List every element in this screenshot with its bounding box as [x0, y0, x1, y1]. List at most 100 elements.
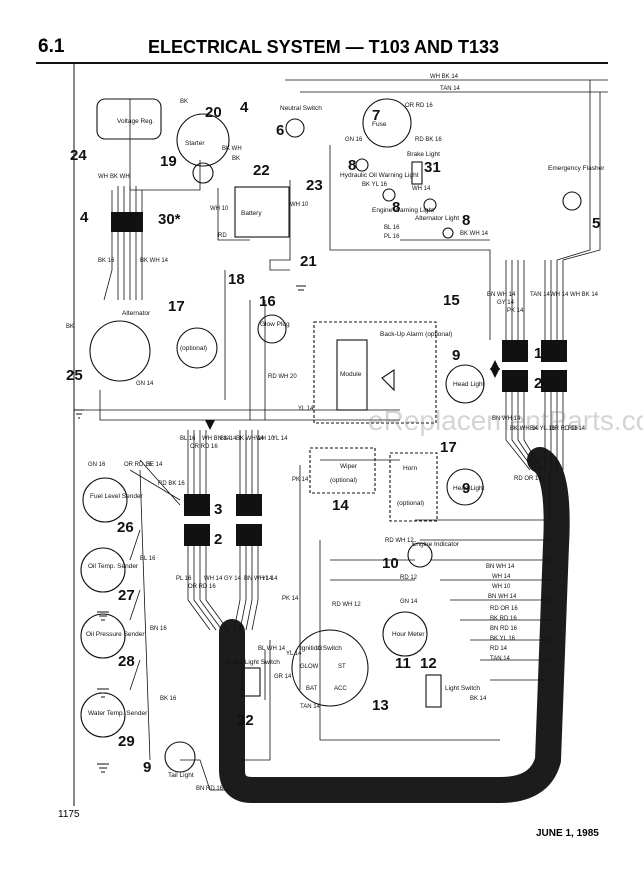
wire-label: BN WH 14: [492, 416, 521, 422]
horn-box: [389, 452, 438, 522]
neutral-switch-icon: [285, 118, 305, 138]
wire-label: WH 10: [256, 436, 275, 442]
wire-label: WH 10: [290, 202, 309, 208]
wire-label: RD 14: [568, 426, 586, 432]
wire-label: GR 14: [274, 674, 292, 680]
fuse-icon: [362, 98, 412, 148]
wire-label: BK: [66, 324, 74, 330]
wire-label: GY 14: [224, 576, 242, 582]
publication-date: JUNE 1, 1985: [536, 828, 599, 839]
wire-labels-right: BN WH 14 GY 14 PK 14 TAN 14 WH 14 WH BK …: [487, 292, 599, 482]
section-number: 6.1: [38, 36, 65, 57]
callout-26: 26: [117, 519, 134, 536]
callout-23: 23: [306, 177, 323, 194]
callout-8a: 8: [348, 157, 356, 174]
label-hour-meter: Hour Meter: [392, 631, 425, 638]
battery-icon: [234, 186, 290, 238]
wire-labels-center: BL 16 OR RD 16 WH BN 14 BK 14 BK WH 14 W…: [176, 374, 314, 590]
label-fuse: Fuse: [372, 121, 387, 128]
callout-12: 12: [420, 655, 437, 672]
wire-label: TAN 14: [440, 86, 461, 92]
light-switch-icon: [425, 674, 442, 708]
page-id: 1175: [58, 809, 80, 820]
wire-label: WH 14: [492, 574, 511, 580]
wire-label: BK WH 14: [460, 231, 489, 237]
callout-9b: 9: [462, 480, 470, 497]
label-back-up-alarm: Back-Up Alarm (optional): [380, 331, 452, 338]
connector-1: [502, 340, 567, 392]
callout-9a: 9: [452, 347, 460, 364]
alarm-icon: [381, 368, 395, 392]
callout-21: 21: [300, 253, 317, 270]
wire-label: WH BN 14: [202, 436, 231, 442]
wire-label: PK 14: [292, 477, 309, 483]
callout-24: 24: [70, 147, 87, 164]
callout-8c: 8: [462, 212, 470, 229]
label-horn-optional: (optional): [397, 500, 424, 507]
wire-label: GN 14: [136, 381, 154, 387]
label-brake-light: Brake Light: [407, 151, 440, 158]
wire-label: OR RD 16: [550, 426, 578, 432]
callout-10: 10: [382, 555, 399, 572]
wire-label: BK WH 14: [236, 436, 265, 442]
hour-meter-icon: [382, 611, 428, 657]
watermark: eReplacementParts.com: [368, 405, 643, 436]
wire-label: YL 14: [298, 406, 314, 412]
hydraulic-light-icon: [355, 158, 369, 172]
voltage-reg-icon: [96, 98, 162, 140]
label-head-light-upper: Head Light: [453, 381, 485, 388]
callout-17a: 17: [168, 298, 185, 315]
label-engine-warning: Engine Warning Light: [372, 207, 434, 214]
callout-19: 19: [160, 153, 177, 170]
wire-label: BK YL 16: [490, 636, 516, 642]
wire-labels-bottom: BN WH 14 WH 14 WH 10 BN WH 14 RD OR 16 B…: [196, 477, 518, 792]
wire-label: BE 14: [146, 462, 163, 468]
glow-plug-icon: [257, 314, 287, 344]
wire-label: BK 16: [160, 696, 177, 702]
callout-numbers: 1 2 3 2 4 4 5 6 7 8 8 8 9 9 9 10 11 12 1…: [66, 99, 600, 776]
wire-labels-top: WH BK 14 TAN 14 OR RD 16 GN 16 RD BK 16 …: [66, 74, 489, 387]
ignition-switch-icon: [291, 629, 369, 707]
wire-labels-left: GN 16 OR RD 16 BE 14 RD BK 16 BL 16 BN 1…: [88, 462, 185, 702]
terminal-bat: BAT: [306, 686, 318, 692]
label-water-temp-sender: Water Temp. Sender: [88, 710, 148, 717]
wire-label: BL WH 14: [258, 646, 286, 652]
wire-label: RD BK 16: [415, 137, 442, 143]
label-glow-plug: Glow Plug: [260, 321, 290, 328]
wire-label: BN RD 16: [196, 786, 224, 792]
label-hydraulic-oil: Hydraulic Oil Warning Light: [340, 172, 419, 179]
header-rule: [36, 62, 608, 64]
tail-light-icon: [164, 741, 196, 773]
starter-icon: [176, 113, 230, 167]
label-alternator-light: Alternator Light: [415, 215, 459, 222]
brake-switch-icon: [241, 667, 261, 697]
wire-label: WH: [98, 174, 108, 180]
wire-label: TAN 14: [490, 656, 511, 662]
wire-label: BN RD 16: [490, 626, 518, 632]
callout-27: 27: [118, 587, 135, 604]
label-alternator: Alternator: [122, 310, 151, 317]
wire-label: PK 14: [507, 308, 524, 314]
callout-7: 7: [372, 107, 380, 124]
callout-32: 32: [237, 712, 254, 729]
terminal-ig: IG: [316, 646, 323, 652]
label-fuel-sender: Fuel Level Sender: [90, 493, 144, 500]
wire-label: BK WH 14: [140, 258, 169, 264]
connector-30: [111, 212, 143, 232]
wire-label: BK YL 16: [530, 426, 556, 432]
engine-light-icon: [382, 188, 396, 202]
wire-label: PK 14: [282, 596, 299, 602]
wire-label: RD 12: [400, 575, 418, 581]
callout-15: 15: [443, 292, 460, 309]
label-relay-optional: (optional): [180, 345, 207, 352]
wire-label: OR RD 16: [188, 584, 216, 590]
label-head-light-lower: Head Light: [453, 485, 485, 492]
callout-18: 18: [228, 271, 245, 288]
callout-13: 13: [372, 697, 389, 714]
back-up-alarm-box: [313, 321, 437, 424]
label-ignition-switch: Ignition Switch: [300, 645, 342, 652]
wire-label: WH BK 14: [570, 292, 599, 298]
wire-label: OR RD 16: [124, 462, 152, 468]
alternator-icon: [89, 320, 151, 382]
